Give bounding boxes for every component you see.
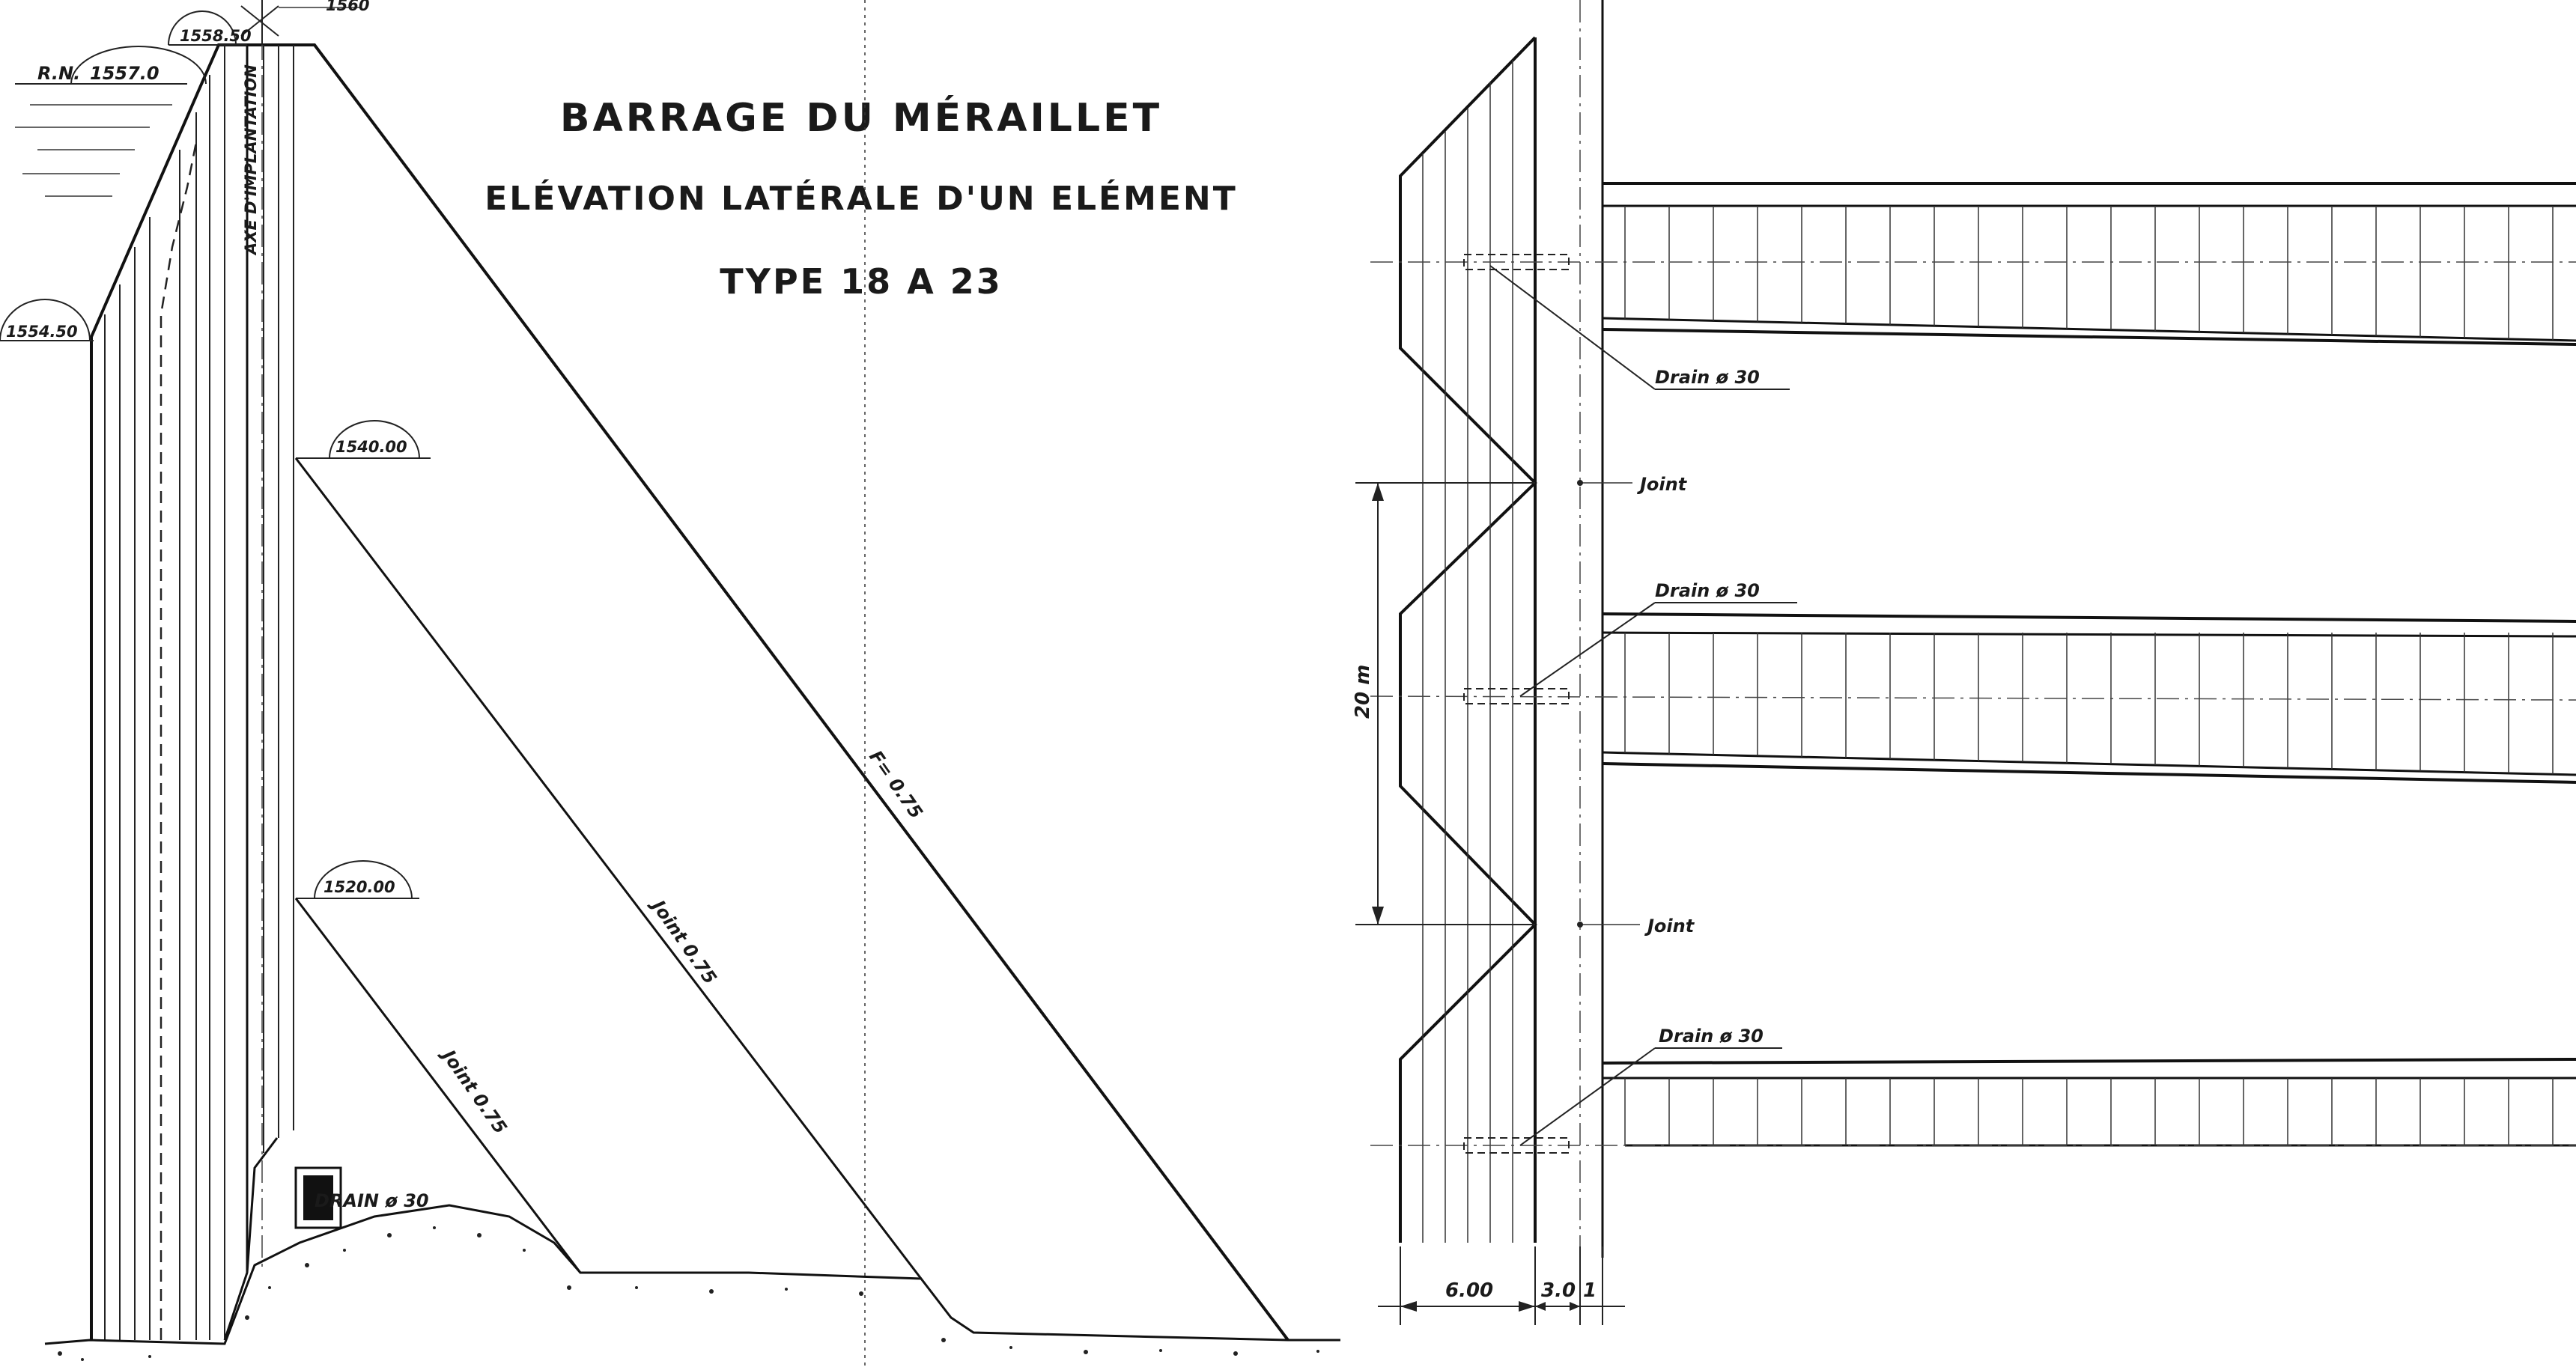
web-ribs xyxy=(1624,206,2554,1145)
buttress-web-1 xyxy=(1602,182,2576,346)
level-crest-top: 1560 xyxy=(326,0,369,14)
joint-upper-label: Joint 0.75 xyxy=(646,894,721,988)
level-mark-1540: 1540.00 xyxy=(296,420,431,459)
level-mark-upstream: 1554.50 xyxy=(0,299,94,341)
crest-marker xyxy=(240,0,359,45)
drawing-subtitle: ELÉVATION LATÉRALE D'UN ELÉMENT xyxy=(484,180,1238,218)
title-block: BARRAGE DU MÉRAILLET ELÉVATION LATÉRALE … xyxy=(449,82,1273,302)
reservoir-water-lines xyxy=(15,83,187,197)
drain-label: DRAIN ø 30 xyxy=(315,1190,429,1211)
buttress-web-3 xyxy=(1602,1058,2576,1147)
width-label-c: 1 xyxy=(1583,1279,1597,1302)
upstream-vertical-members xyxy=(104,45,294,1340)
upstream-toe xyxy=(223,1137,279,1341)
svg-text:1558.50: 1558.50 xyxy=(180,27,252,45)
joint-markers xyxy=(1577,480,1640,928)
drain-gallery xyxy=(294,1166,342,1229)
level-mark-1520: 1520.00 xyxy=(296,860,419,899)
drain-pipes xyxy=(1463,254,1570,1154)
drawing-type: TYPE 18 A 23 xyxy=(720,261,1003,302)
svg-text:1520.00: 1520.00 xyxy=(323,878,395,896)
face-slope-label: F= 0.75 xyxy=(865,746,927,822)
web-centreline-2 xyxy=(1370,695,2576,701)
width-label-a: 6.00 xyxy=(1445,1279,1493,1302)
axis-label: AXE D'IMPLANTATION xyxy=(242,64,260,256)
svg-text:1540.00: 1540.00 xyxy=(335,438,407,456)
drain-label-3: Drain ø 30 xyxy=(1659,1026,1764,1047)
spacing-dimension-label: 20 m xyxy=(1352,665,1374,719)
plan-view: Drain ø 30 Drain ø 30 Drain ø 30 Joint J… xyxy=(1352,0,2576,1325)
joint-lower-line xyxy=(294,898,582,1273)
joint-lower-label: Joint 0.75 xyxy=(437,1044,511,1138)
width-label-b: 3.0 xyxy=(1541,1279,1576,1302)
svg-text:1554.50: 1554.50 xyxy=(6,323,78,341)
drain-label-1: Drain ø 30 xyxy=(1655,367,1760,388)
level-mark-water: R.N. 1557.0 xyxy=(37,46,207,85)
buttress-web-2 xyxy=(1602,612,2576,784)
joint-upper-line xyxy=(294,457,923,1279)
joint-label-2: Joint xyxy=(1644,916,1695,937)
spacing-dimension xyxy=(1355,482,1535,925)
level-mark-crest: 1558.50 xyxy=(168,10,252,46)
drain-label-2: Drain ø 30 xyxy=(1655,580,1760,601)
svg-text:R.N.: R.N. xyxy=(37,63,80,84)
drawing-title: BARRAGE DU MÉRAILLET xyxy=(559,96,1163,141)
svg-text:1557.0: 1557.0 xyxy=(90,63,160,84)
head-hatching xyxy=(1422,60,1513,1243)
foundation-rock-line xyxy=(44,1204,1340,1345)
vertical-drain xyxy=(160,141,198,1340)
joint-label-1: Joint xyxy=(1637,474,1688,495)
elevation-view: AXE D'IMPLANTATION 1560 1558.50 R.N. 155… xyxy=(0,0,1340,1361)
foundation-hatching xyxy=(58,1226,1319,1361)
dam-outline xyxy=(90,43,1289,1342)
width-dimensions xyxy=(1378,1246,1625,1325)
drain-leaders xyxy=(1489,265,1797,1146)
